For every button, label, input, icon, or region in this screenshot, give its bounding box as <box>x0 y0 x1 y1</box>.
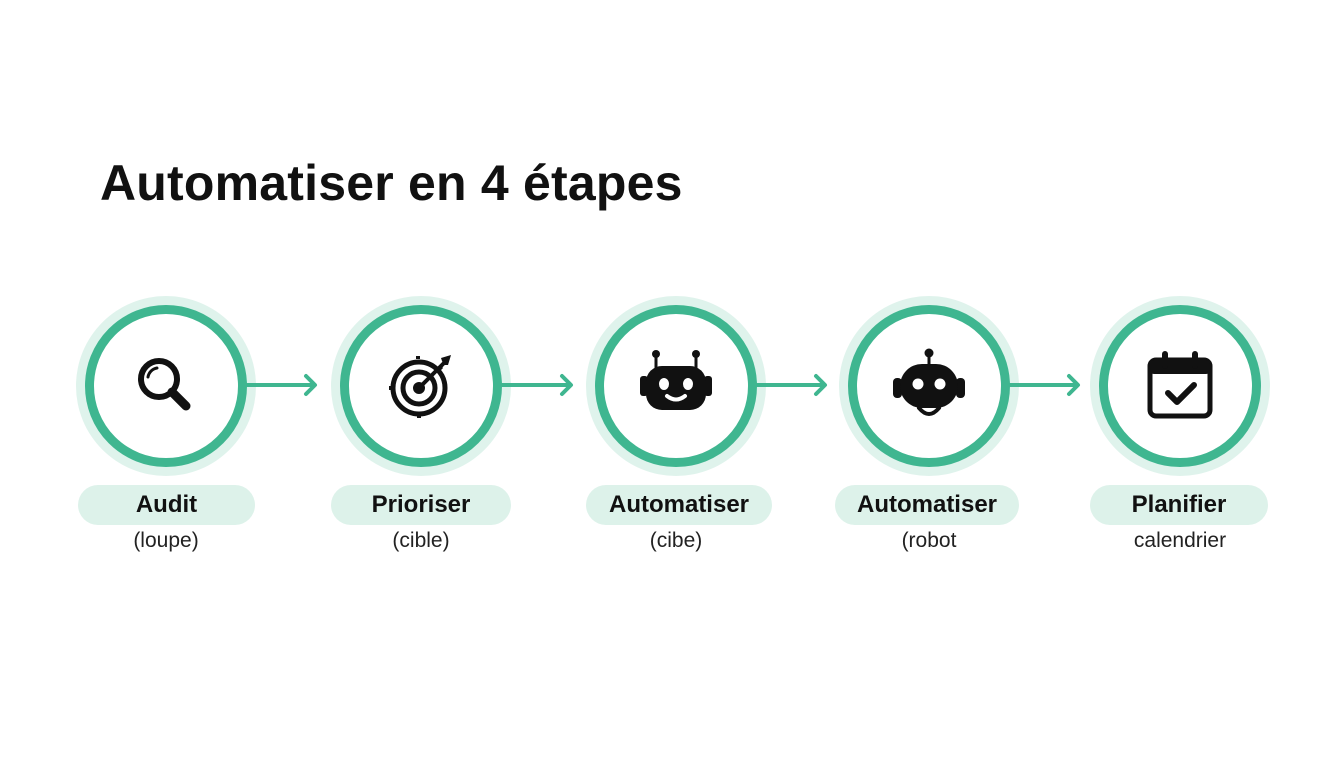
arrow-right-icon <box>754 374 827 396</box>
step-caption: (cibe) <box>649 529 703 552</box>
step-audit: Audit (loupe) <box>76 296 256 556</box>
step-ring <box>340 305 502 467</box>
target-icon <box>389 355 451 418</box>
page-title: Automatiser en 4 étapes <box>100 155 683 211</box>
step-planifier: Planifier calendrier <box>1090 296 1270 556</box>
robot-face-icon <box>640 350 712 410</box>
robot-icon <box>893 348 965 416</box>
step-ring <box>1099 305 1261 467</box>
step-automatiser-1: Automatiser (cibe) <box>586 296 772 556</box>
step-caption: (robot <box>901 529 957 552</box>
arrow-right-icon <box>1007 374 1080 396</box>
calendar-check-icon <box>1147 351 1213 419</box>
step-caption: (loupe) <box>133 529 199 552</box>
step-caption: (cible) <box>392 529 450 552</box>
arrow-right-icon <box>500 374 573 396</box>
step-label: Prioriser <box>331 485 511 525</box>
step-label: Automatiser <box>835 485 1019 525</box>
step-label: Planifier <box>1090 485 1268 525</box>
step-caption: calendrier <box>1133 529 1227 552</box>
step-ring <box>848 305 1010 467</box>
step-label: Automatiser <box>586 485 772 525</box>
step-ring <box>85 305 247 467</box>
step-automatiser-2: Automatiser (robot <box>835 296 1019 556</box>
step-label: Audit <box>78 485 255 525</box>
arrow-right-icon <box>244 374 317 396</box>
step-prioriser: Prioriser (cible) <box>331 296 511 556</box>
magnifier-icon <box>138 358 191 411</box>
